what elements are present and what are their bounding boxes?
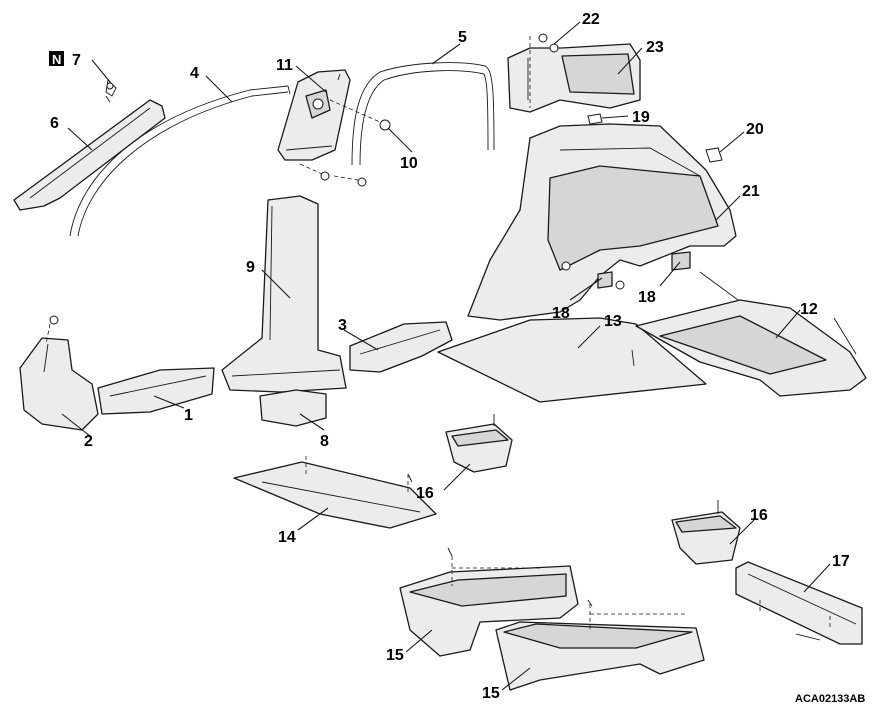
leader-lines: [61, 21, 831, 691]
figure-code: ACA02133AB: [795, 693, 865, 705]
part-4-roof-side-rail: [69, 85, 291, 237]
callout-1: 1: [184, 407, 193, 424]
part-17-rear-end-trim: [735, 561, 863, 645]
callout-15b: 15: [482, 685, 500, 702]
part-15-tray-left: [399, 547, 579, 657]
part-2-cowl-side-trim: [19, 315, 99, 431]
part-5-door-opening-weatherstrip: [351, 62, 495, 166]
callout-3: 3: [338, 317, 347, 334]
callout-14: 14: [278, 529, 296, 546]
callout-11: 11: [276, 57, 293, 74]
callout-15a: 15: [386, 647, 404, 664]
part-9-center-pillar-lower-trim: [221, 195, 347, 393]
part-11-center-pillar-upper-trim: [277, 69, 351, 161]
callout-13: 13: [604, 313, 622, 330]
callout-numbers: N 7 6 4 11 5 10 22 23 19 20 21 9 3 18 18…: [49, 11, 865, 705]
callout-16b: 16: [750, 507, 768, 524]
callout-23: 23: [646, 39, 664, 56]
part-16-side-box-upper: [445, 414, 513, 473]
part-1-front-scuff-plate: [97, 367, 215, 415]
new-part-badge: N: [52, 52, 61, 67]
callout-7: 7: [72, 52, 81, 69]
part-20-clip: [705, 147, 723, 163]
part-19-clip: [587, 113, 603, 125]
callout-4: 4: [190, 65, 199, 82]
part-10-clip: [299, 99, 391, 187]
part-23-quarter-upper-trim: [507, 43, 641, 113]
part-16-side-box-right: [671, 500, 741, 565]
callout-19: 19: [632, 109, 650, 126]
callout-6: 6: [50, 115, 59, 132]
callout-5: 5: [458, 29, 467, 46]
part-8-bracket: [259, 389, 327, 427]
callout-18b: 18: [638, 289, 656, 306]
new-part-badge-box: [49, 51, 64, 66]
callout-20: 20: [746, 121, 764, 138]
part-3-scuff-plate: [349, 321, 453, 373]
callout-16a: 16: [416, 485, 434, 502]
part-13-luggage-floor-board: [437, 317, 707, 403]
callout-9: 9: [246, 259, 255, 276]
part-6-front-pillar-trim: [13, 99, 166, 211]
callout-12: 12: [800, 301, 818, 318]
callout-2: 2: [84, 433, 93, 450]
part-7-clip: [105, 79, 117, 103]
callout-21: 21: [742, 183, 760, 200]
part-12-floor-box: [635, 271, 867, 397]
callout-18a: 18: [552, 305, 570, 322]
part-14-floor-trim: [233, 456, 437, 529]
callout-10: 10: [400, 155, 418, 172]
callout-22: 22: [582, 11, 600, 28]
callout-17: 17: [832, 553, 850, 570]
part-21-quarter-trim: [467, 123, 737, 321]
part-15-tray-right: [495, 599, 705, 691]
callout-8: 8: [320, 433, 329, 450]
